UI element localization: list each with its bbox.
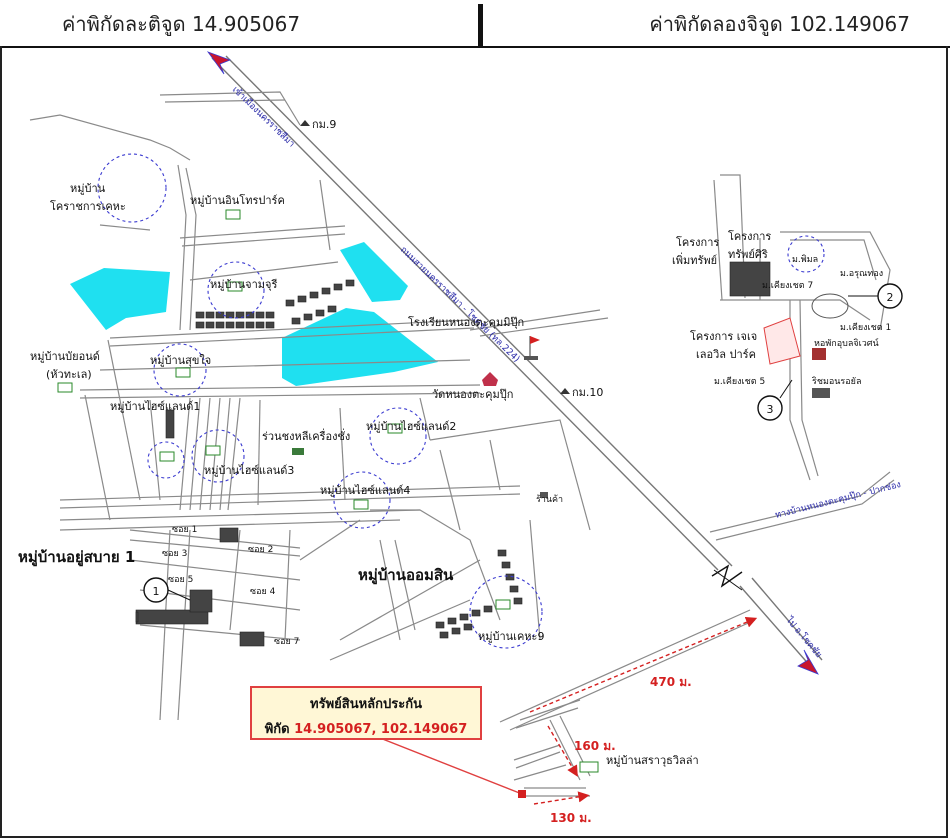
longitude-label: ค่าพิกัดลองจิจูด 102.149067 — [649, 12, 910, 36]
svg-text:2: 2 — [887, 291, 894, 304]
project-jj-area — [763, 317, 801, 365]
temple-label: วัดหนองตะคุมปุ๊ก — [432, 388, 513, 401]
zone-korat-kheha — [97, 153, 167, 223]
highland1-label: หมู่บ้านไฮซ์แลนด์1 — [110, 400, 200, 413]
property-marker — [518, 790, 526, 798]
soi4-label: ซอย 4 — [250, 587, 276, 597]
zone-phimon — [787, 235, 825, 273]
inset-project1-label-2: เพิ่มทรัพย์ — [672, 252, 717, 267]
baiyon-label-1: หมู่บ้านบัยอนด์ — [30, 350, 100, 363]
km10-label: กม.10 — [572, 386, 603, 399]
dorm-icon — [812, 348, 826, 360]
inset-project1-label-1: โครงการ — [676, 235, 719, 249]
korat-kheha-label-1: หมู่บ้าน — [70, 182, 106, 195]
resort-icon — [812, 388, 830, 398]
shop-label: ร้านค้า — [536, 494, 563, 505]
highway-224 — [211, 55, 823, 669]
arrow-to-korat — [206, 51, 232, 75]
zone-highland2 — [369, 407, 427, 465]
inset-phimon-label: ม.พิมล — [792, 254, 818, 265]
village-icon — [57, 209, 599, 773]
marker-3: 3 — [757, 379, 793, 421]
callout-coord-value: 14.905067, 102.149067 — [294, 722, 468, 737]
map-frame — [0, 46, 948, 838]
school-flag-icon — [524, 336, 540, 360]
km-post-icon — [300, 120, 570, 394]
pond-west — [70, 268, 170, 330]
inset-kiangchet7-label: ม.เคียงเชต 7 — [762, 280, 813, 291]
zone-sukjai — [153, 343, 207, 397]
zone-highland3 — [191, 429, 245, 483]
highland3-label: หมู่บ้านไฮซ์แลนด์3 — [204, 464, 294, 477]
distance-130-label: 130 ม. — [550, 811, 592, 825]
zone-highland4 — [333, 471, 391, 529]
lathe-shop-icon — [292, 448, 304, 455]
inset-roundabout — [811, 293, 849, 319]
highland4-label: หมู่บ้านไฮซ์แลนด์4 — [320, 484, 410, 497]
soi1-label: ซอย 1 — [172, 525, 197, 535]
callout-title: ทรัพย์สินหลักประกัน — [310, 697, 422, 712]
baiyon-label-2: (หัวทะเล) — [46, 368, 92, 381]
inset-kiangchet1-label: ม.เคียงเชต 1 — [840, 322, 891, 333]
coordinate-header: ค่าพิกัดละติจูด 14.905067 ค่าพิกัดลองจิจ… — [0, 0, 950, 48]
inset-dorm-label: หอพักอุบลจิเวศน์ — [814, 337, 879, 349]
soi3-label: ซอย 3 — [162, 549, 187, 559]
inset-project2-label-1: โครงการ — [728, 229, 771, 243]
header-divider — [478, 4, 483, 46]
svg-text:1: 1 — [153, 585, 160, 598]
inset-project3-label-1: โครงการ เจเจ — [690, 329, 757, 343]
kheha9-label: หมู่บ้านเคหะ9 — [478, 630, 544, 643]
inset-resort-label: ริชมอนรอยัล — [812, 376, 862, 387]
marker-1: 1 — [143, 577, 191, 603]
shop-icon — [540, 492, 548, 498]
korat-kheha-label-2: โคราชการเคหะ — [50, 199, 126, 213]
inset-project3-label-2: เลอวิล ปาร์ค — [696, 348, 756, 361]
arrow-to-chokchai — [797, 649, 819, 675]
inset-road-label: ทางบ้านหนองตะคุมปุ๊ก - ปากช่อง — [774, 479, 902, 521]
latitude-label: ค่าพิกัดละติจูด 14.905067 — [62, 12, 301, 36]
temple-icon — [482, 372, 498, 386]
inset-kiangchet5-label: ม.เคียงเชต 5 — [714, 376, 765, 387]
property-callout: ทรัพย์สินหลักประกัน พิกัด 14.905067, 102… — [250, 686, 482, 740]
inthorn-park-label: หมู่บ้านอินโทรปาร์ค — [190, 193, 285, 207]
marker-2: 2 — [848, 283, 903, 309]
property-leader-line — [379, 737, 523, 795]
inset-arunthong-label: ม.อรุณทอง — [840, 269, 883, 279]
highland2-label: หมู่บ้านไฮซ์แลนด์2 — [366, 420, 456, 433]
inset-project2-label-2: ทรัพย์ศิริ — [728, 248, 768, 261]
callout-coord-label: พิกัด — [264, 722, 290, 737]
callout-coordinates: พิกัด 14.905067, 102.149067 — [252, 718, 480, 739]
sarawut-label: หมู่บ้านสราวุธวิลล่า — [606, 754, 699, 767]
yusabai-label: หมู่บ้านอยู่สบาย 1 — [18, 548, 135, 567]
zone-kheha9 — [469, 575, 543, 649]
distance-lines — [529, 616, 758, 805]
distance-470-label: 470 ม. — [650, 675, 692, 689]
zone-highland1 — [147, 441, 185, 479]
soi7-label: ซอย 7 — [274, 637, 299, 647]
pond-north — [340, 242, 408, 302]
soi5-label: ซอย 5 — [168, 575, 193, 585]
omsin-label: หมู่บ้านออมสิน — [358, 566, 454, 585]
school-label: โรงเรียนหนองตะคุมมิปุ๊ก — [408, 315, 524, 329]
km9-label: กม.9 — [312, 118, 336, 131]
local-roads — [29, 91, 756, 797]
housing-blocks — [135, 261, 771, 647]
highway-to-chokchai-label: ไป อ.โชคชัย — [783, 614, 824, 660]
svg-text:3: 3 — [767, 403, 774, 416]
distance-160-label: 160 ม. — [574, 739, 616, 753]
zone-jamjuri — [207, 261, 265, 319]
soi2-label: ซอย 2 — [248, 545, 273, 555]
jamjuri-label: หมู่บ้านจามจุรี — [210, 278, 277, 291]
lathe-shop-label: ร่วนชงหลีเครื่องชั่ง — [262, 428, 350, 443]
sukjai-label: หมู่บ้านสุขใจ — [150, 354, 211, 367]
